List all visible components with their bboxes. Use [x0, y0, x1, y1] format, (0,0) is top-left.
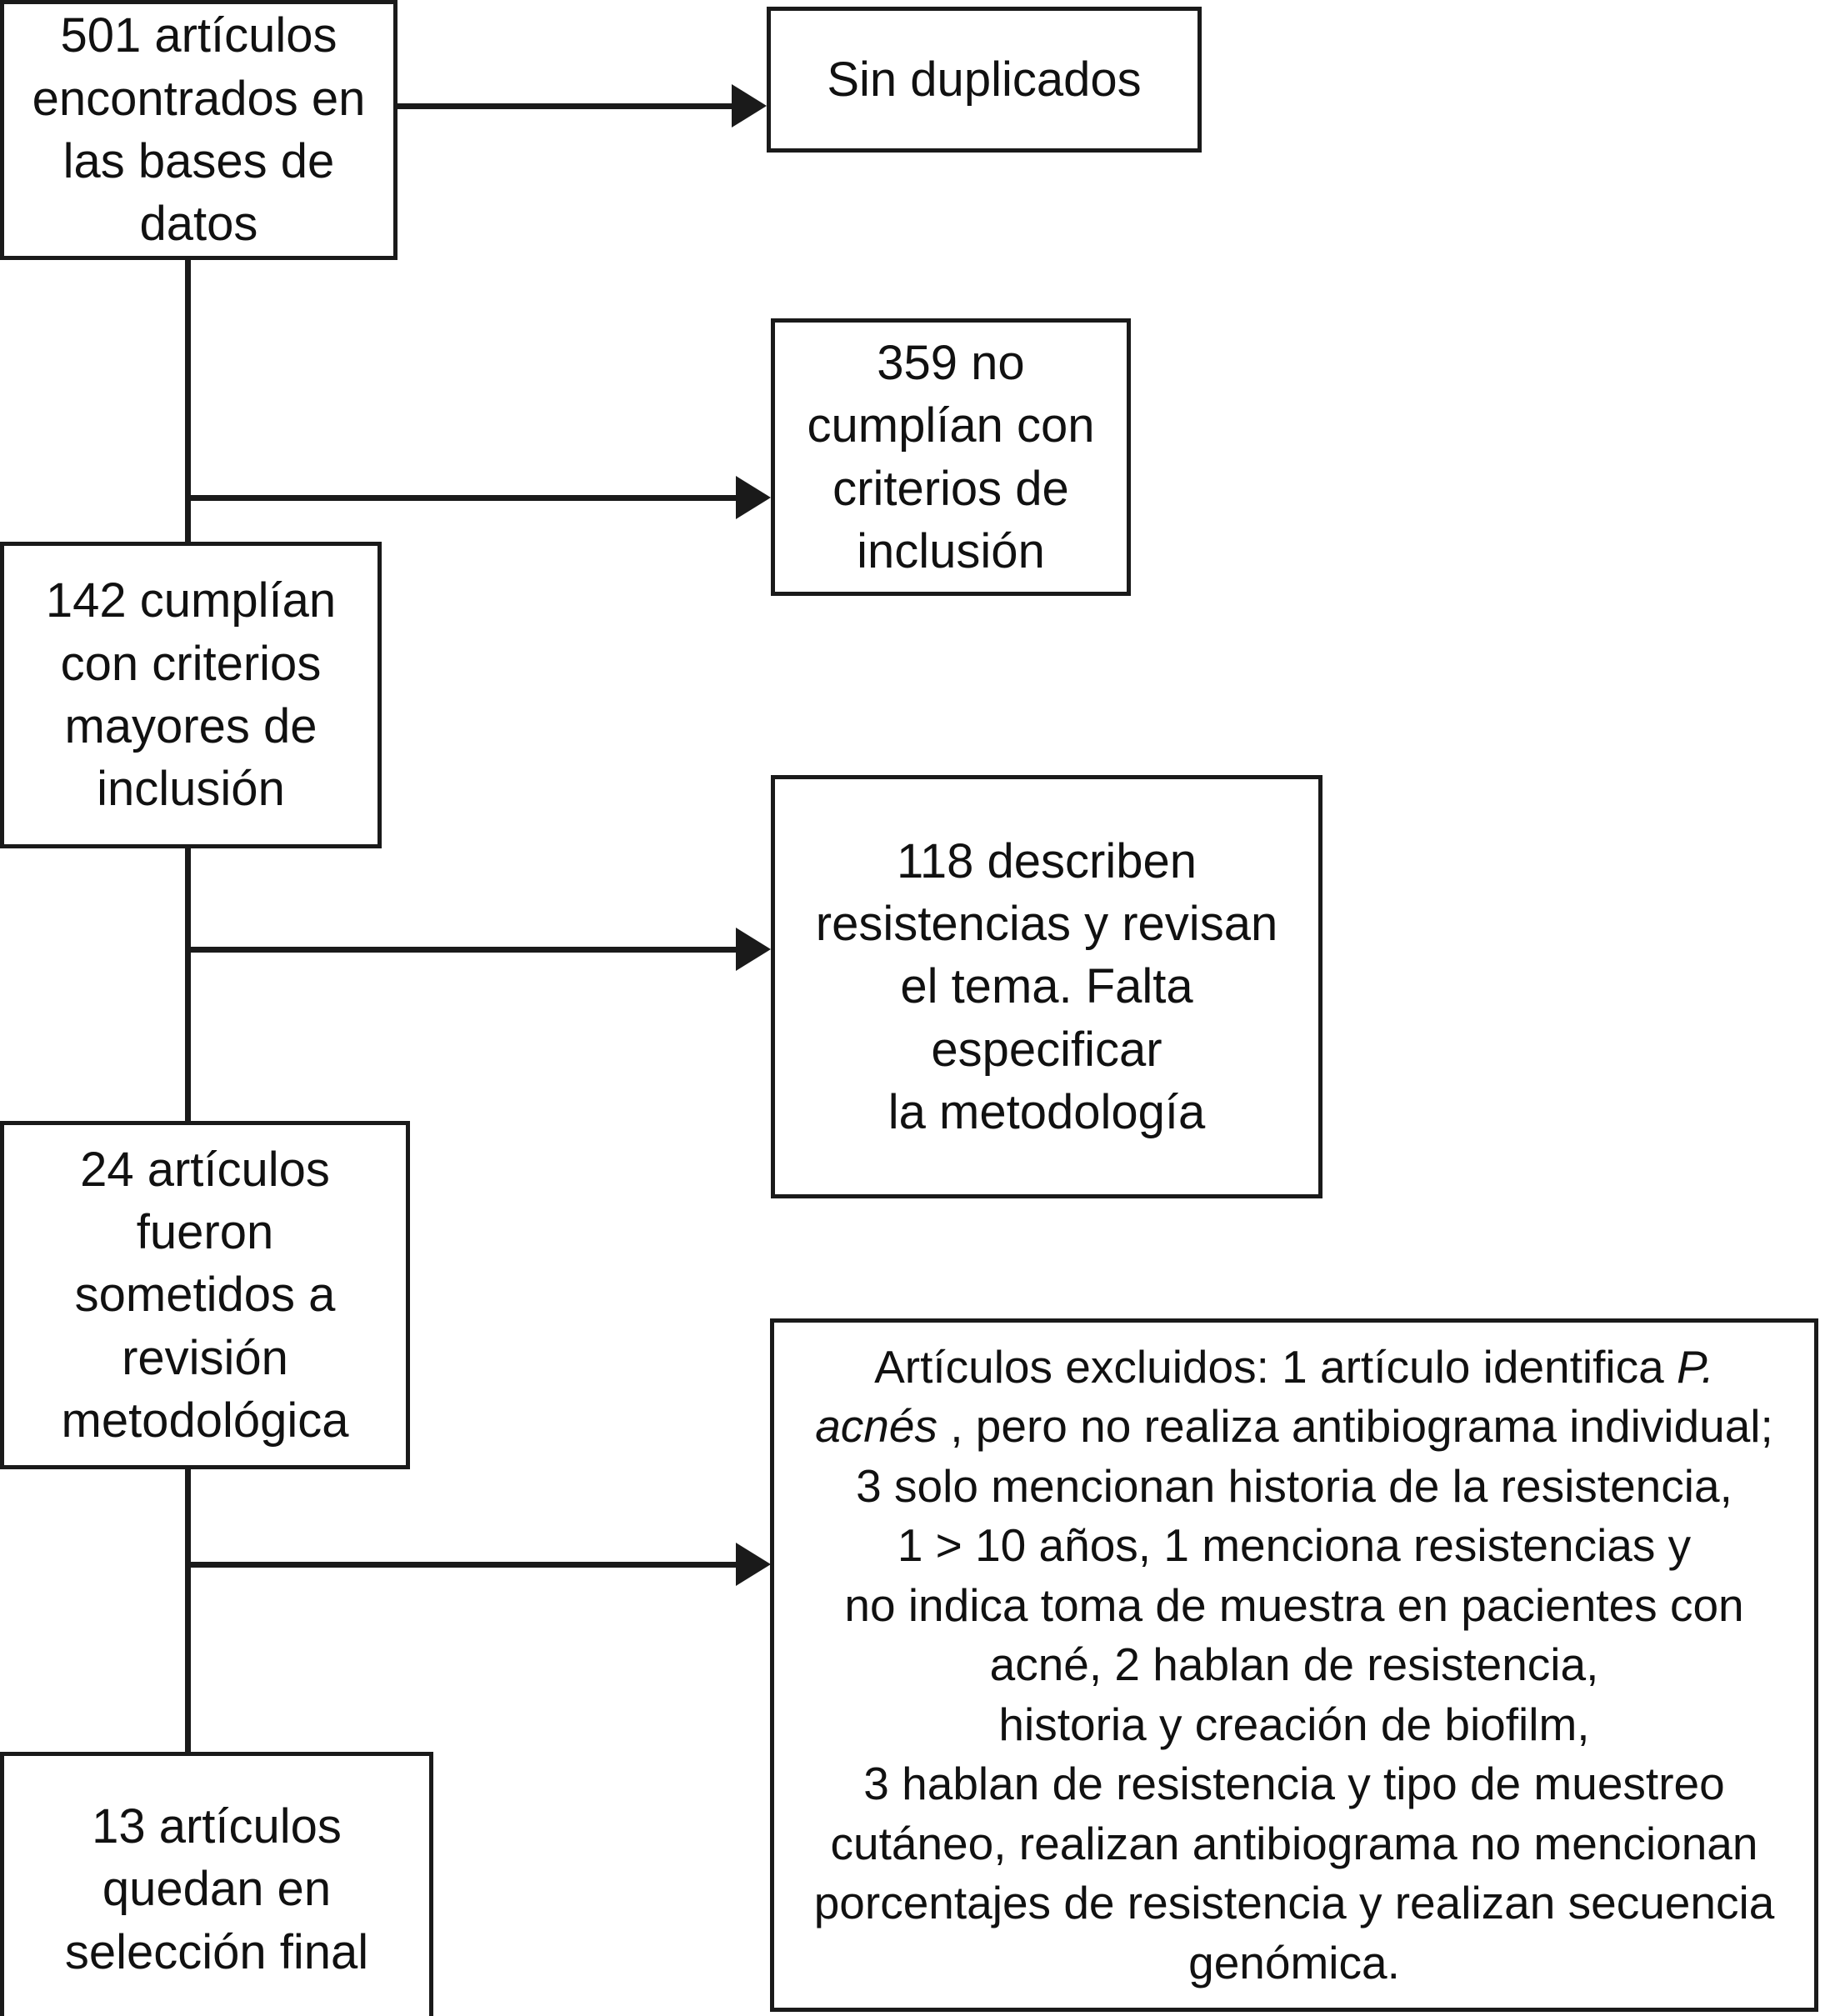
node-met-major-criteria: 142 cumplían con criterios mayores de in…	[0, 542, 382, 848]
connector-method-to-final	[185, 1465, 191, 1757]
node-articles-found: 501 artículos encontrados en las bases d…	[0, 0, 398, 260]
connector-found-to-major	[185, 257, 191, 547]
connector-method-to-excluded	[185, 1562, 741, 1568]
connector-major-to-describe	[185, 947, 740, 953]
node-no-duplicates-label: Sin duplicados	[827, 52, 1142, 107]
node-describe-resistances: 118 describen resistencias y revisan el …	[771, 775, 1322, 1198]
arrowhead-to-dupes	[732, 84, 767, 128]
node-no-duplicates: Sin duplicados	[767, 7, 1202, 153]
node-excluded-articles-label: Artículos excluidos: 1 artículo identifi…	[813, 1340, 1775, 1988]
node-methodological-review: 24 artículos fueron sometidos a revisión…	[0, 1121, 410, 1469]
node-describe-resistances-label: 118 describen resistencias y revisan el …	[815, 833, 1278, 1140]
node-articles-found-label: 501 artículos encontrados en las bases d…	[32, 8, 366, 252]
arrowhead-to-excluded	[736, 1543, 771, 1586]
node-met-major-criteria-label: 142 cumplían con criterios mayores de in…	[45, 573, 337, 817]
node-failed-inclusion-criteria-label: 359 no cumplían con criterios de inclusi…	[807, 335, 1095, 578]
connector-found-to-dupes	[394, 103, 738, 109]
node-final-selection-label: 13 artículos quedan en selección final	[64, 1798, 369, 1979]
node-final-selection: 13 artículos quedan en selección final	[0, 1752, 433, 2016]
arrowhead-to-describe	[736, 928, 771, 971]
connector-found-to-nocriteria	[185, 495, 742, 501]
node-failed-inclusion-criteria: 359 no cumplían con criterios de inclusi…	[771, 318, 1131, 596]
node-methodological-review-label: 24 artículos fueron sometidos a revisión…	[61, 1142, 349, 1448]
connector-major-to-method	[185, 843, 191, 1127]
arrowhead-to-nocriteria	[736, 476, 771, 519]
node-excluded-articles: Artículos excluidos: 1 artículo identifi…	[770, 1318, 1818, 2012]
